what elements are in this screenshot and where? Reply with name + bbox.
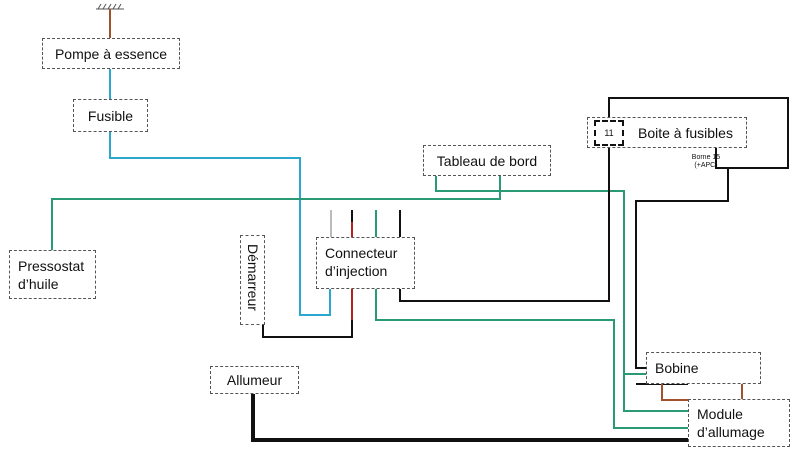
injection-connector-box: Connecteur d’injection: [316, 237, 415, 289]
distributor-label: Allumeur: [226, 372, 283, 388]
dashboard-box: Tableau de bord: [423, 145, 551, 176]
ignition-line-2: d’allumage: [697, 424, 765, 440]
fuse-box-small: Fusible: [73, 99, 148, 132]
terminal-15-label: Borne 15 (+APC): [686, 154, 726, 170]
dashboard-label: Tableau de bord: [436, 152, 538, 169]
oil-switch-line-2: d’huile: [18, 276, 59, 292]
injection-line-2: d’injection: [325, 263, 388, 279]
distributor-box: Allumeur: [210, 366, 299, 394]
fuse-number: 11: [604, 128, 614, 138]
ignition-line-1: Module: [697, 406, 743, 422]
wire-coil-ground: [661, 384, 743, 401]
starter-box: Démarreur: [240, 235, 265, 325]
fuel-pump-label: Pompe à essence: [54, 45, 168, 62]
wire-starter: [262, 320, 353, 338]
coil-box: Bobine: [646, 352, 761, 384]
black-wires: [351, 97, 789, 385]
injection-line-1: Connecteur: [325, 245, 398, 261]
wire-distributor: [251, 394, 688, 442]
starter-label: Démarreur: [245, 244, 261, 311]
fuse-11-marker: 11: [594, 120, 624, 146]
coil-label: Bobine: [655, 360, 699, 376]
oil-switch-line-1: Pressostat: [18, 258, 85, 274]
ground-symbol-top: [96, 3, 124, 10]
oil-pressure-switch-box: Pressostat d’huile: [9, 250, 96, 299]
green-wires: [51, 176, 688, 429]
terminal-line-1: Borne 15: [691, 154, 721, 161]
fuse-box-label: Boite à fusibles: [638, 125, 733, 141]
blue-wires: [109, 69, 331, 316]
terminal-line-2: (+APC): [694, 162, 718, 169]
ignition-module-box: Module d’allumage: [688, 399, 790, 447]
fuel-pump-box: Pompe à essence: [42, 38, 180, 69]
fuse-label: Fusible: [87, 107, 134, 124]
